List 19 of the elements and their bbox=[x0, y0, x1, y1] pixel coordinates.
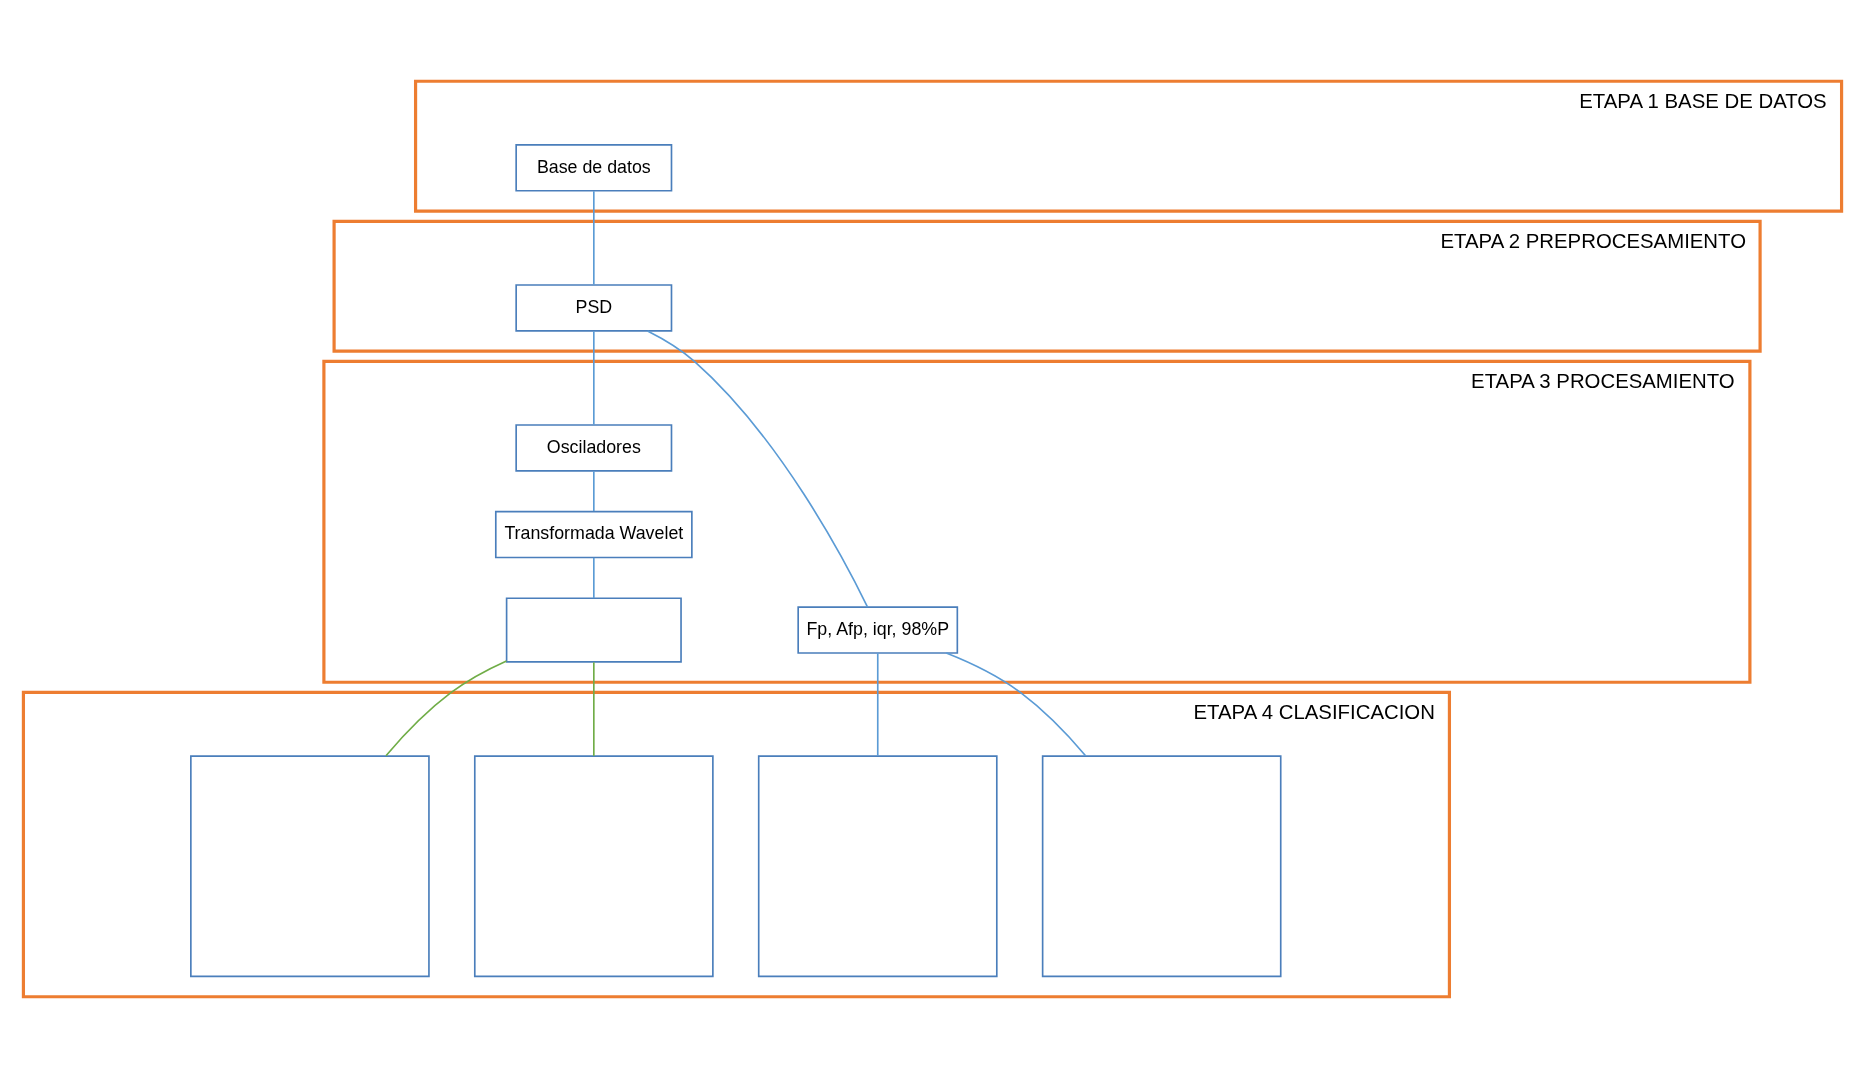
node-box: Osciladores bbox=[515, 423, 673, 472]
node-box bbox=[505, 596, 682, 663]
node-box bbox=[757, 754, 998, 977]
connector bbox=[593, 556, 595, 599]
node-box bbox=[1041, 754, 1282, 977]
connector bbox=[593, 470, 595, 512]
connector bbox=[385, 659, 508, 757]
node-box: Base de datos bbox=[515, 143, 673, 192]
node-box bbox=[473, 754, 714, 977]
connector bbox=[876, 651, 879, 757]
node-box: Transformada Wavelet bbox=[494, 510, 693, 558]
connector bbox=[945, 651, 1087, 757]
node-box bbox=[190, 754, 430, 977]
connector bbox=[593, 189, 595, 285]
node-box: PSD bbox=[515, 283, 673, 332]
connector bbox=[593, 329, 595, 425]
node-box: Fp, Afp, iqr, 98%P bbox=[797, 605, 959, 654]
connector bbox=[593, 661, 595, 757]
cluster: ETAPA 4 CLASIFICACION bbox=[21, 690, 1451, 998]
